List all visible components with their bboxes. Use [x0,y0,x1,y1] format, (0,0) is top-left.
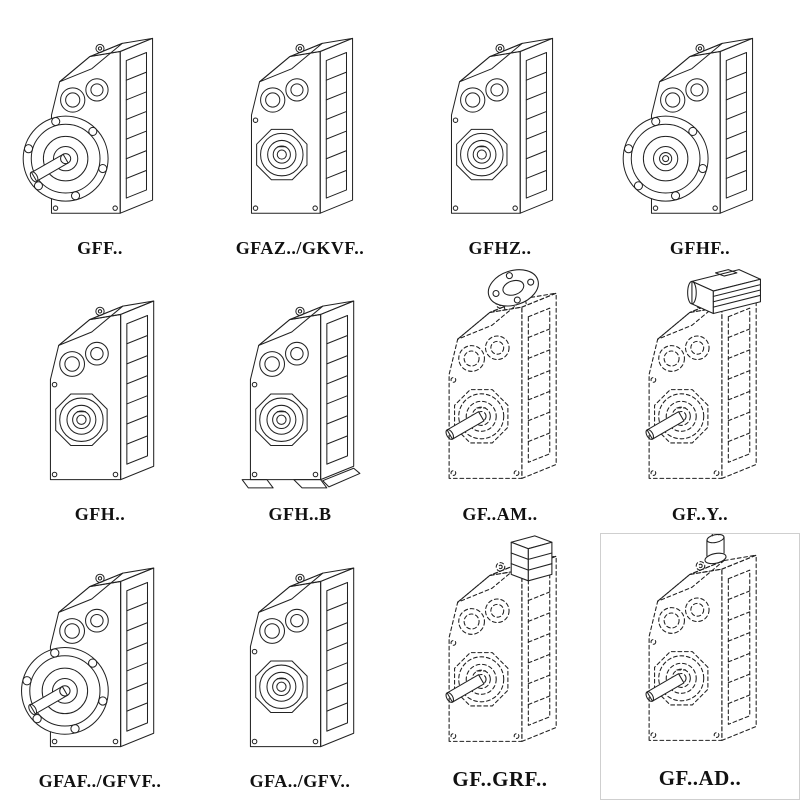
model-label: GF..AD.. [658,765,742,790]
catalog-cell: GFHF.. [600,0,800,267]
gearbox-drawing-gfaz-gkvf [207,7,393,235]
gearbox-drawing-gf-am [402,267,599,503]
gearbox-drawing-gfh-b [205,269,395,502]
model-label: GFF.. [77,237,123,258]
model-label: GFHZ.. [468,237,532,258]
model-label: GFHF.. [669,237,731,258]
model-label: GF..Y.. [671,504,729,525]
catalog-cell: GF..AM.. [400,267,600,534]
catalog-cell: GFAF../GFVF.. [0,533,200,800]
model-label: GF..AM.. [462,504,538,525]
model-label: GFH.. [74,504,126,525]
catalog-cell: GFHZ.. [400,0,600,267]
catalog-cell: GF..Y.. [600,267,800,534]
catalog-cell: GFH..B [200,267,400,534]
model-label: GFH..B [268,504,332,525]
model-label: GFAF../GFVF.. [38,770,162,791]
catalog-cell: GFF.. [0,0,200,267]
gearbox-drawing-gff [7,7,193,235]
gearbox-drawing-gfa-gfv [205,536,395,769]
catalog-cell: GFAZ../GKVF.. [200,0,400,267]
catalog-cell: GFH.. [0,267,200,534]
model-label: GFAZ../GKVF.. [235,237,365,258]
gearbox-drawing-gfhz [407,7,593,235]
gearbox-drawing-gf-ad [602,534,799,764]
gearbox-drawing-gf-grf [402,533,599,765]
catalog-cell: GF..GRF.. [400,533,600,800]
gearbox-drawing-gfaf-gfvf [5,536,195,769]
catalog-cell: GFA../GFV.. [200,533,400,800]
gearbox-drawing-gfhf [607,7,793,235]
gearbox-drawing-gfh [5,269,195,502]
catalog-cell: GF..AD.. [600,533,800,800]
gearbox-drawing-gf-y [602,267,799,503]
model-label: GF..GRF.. [452,766,548,791]
model-label: GFA../GFV.. [249,770,351,791]
